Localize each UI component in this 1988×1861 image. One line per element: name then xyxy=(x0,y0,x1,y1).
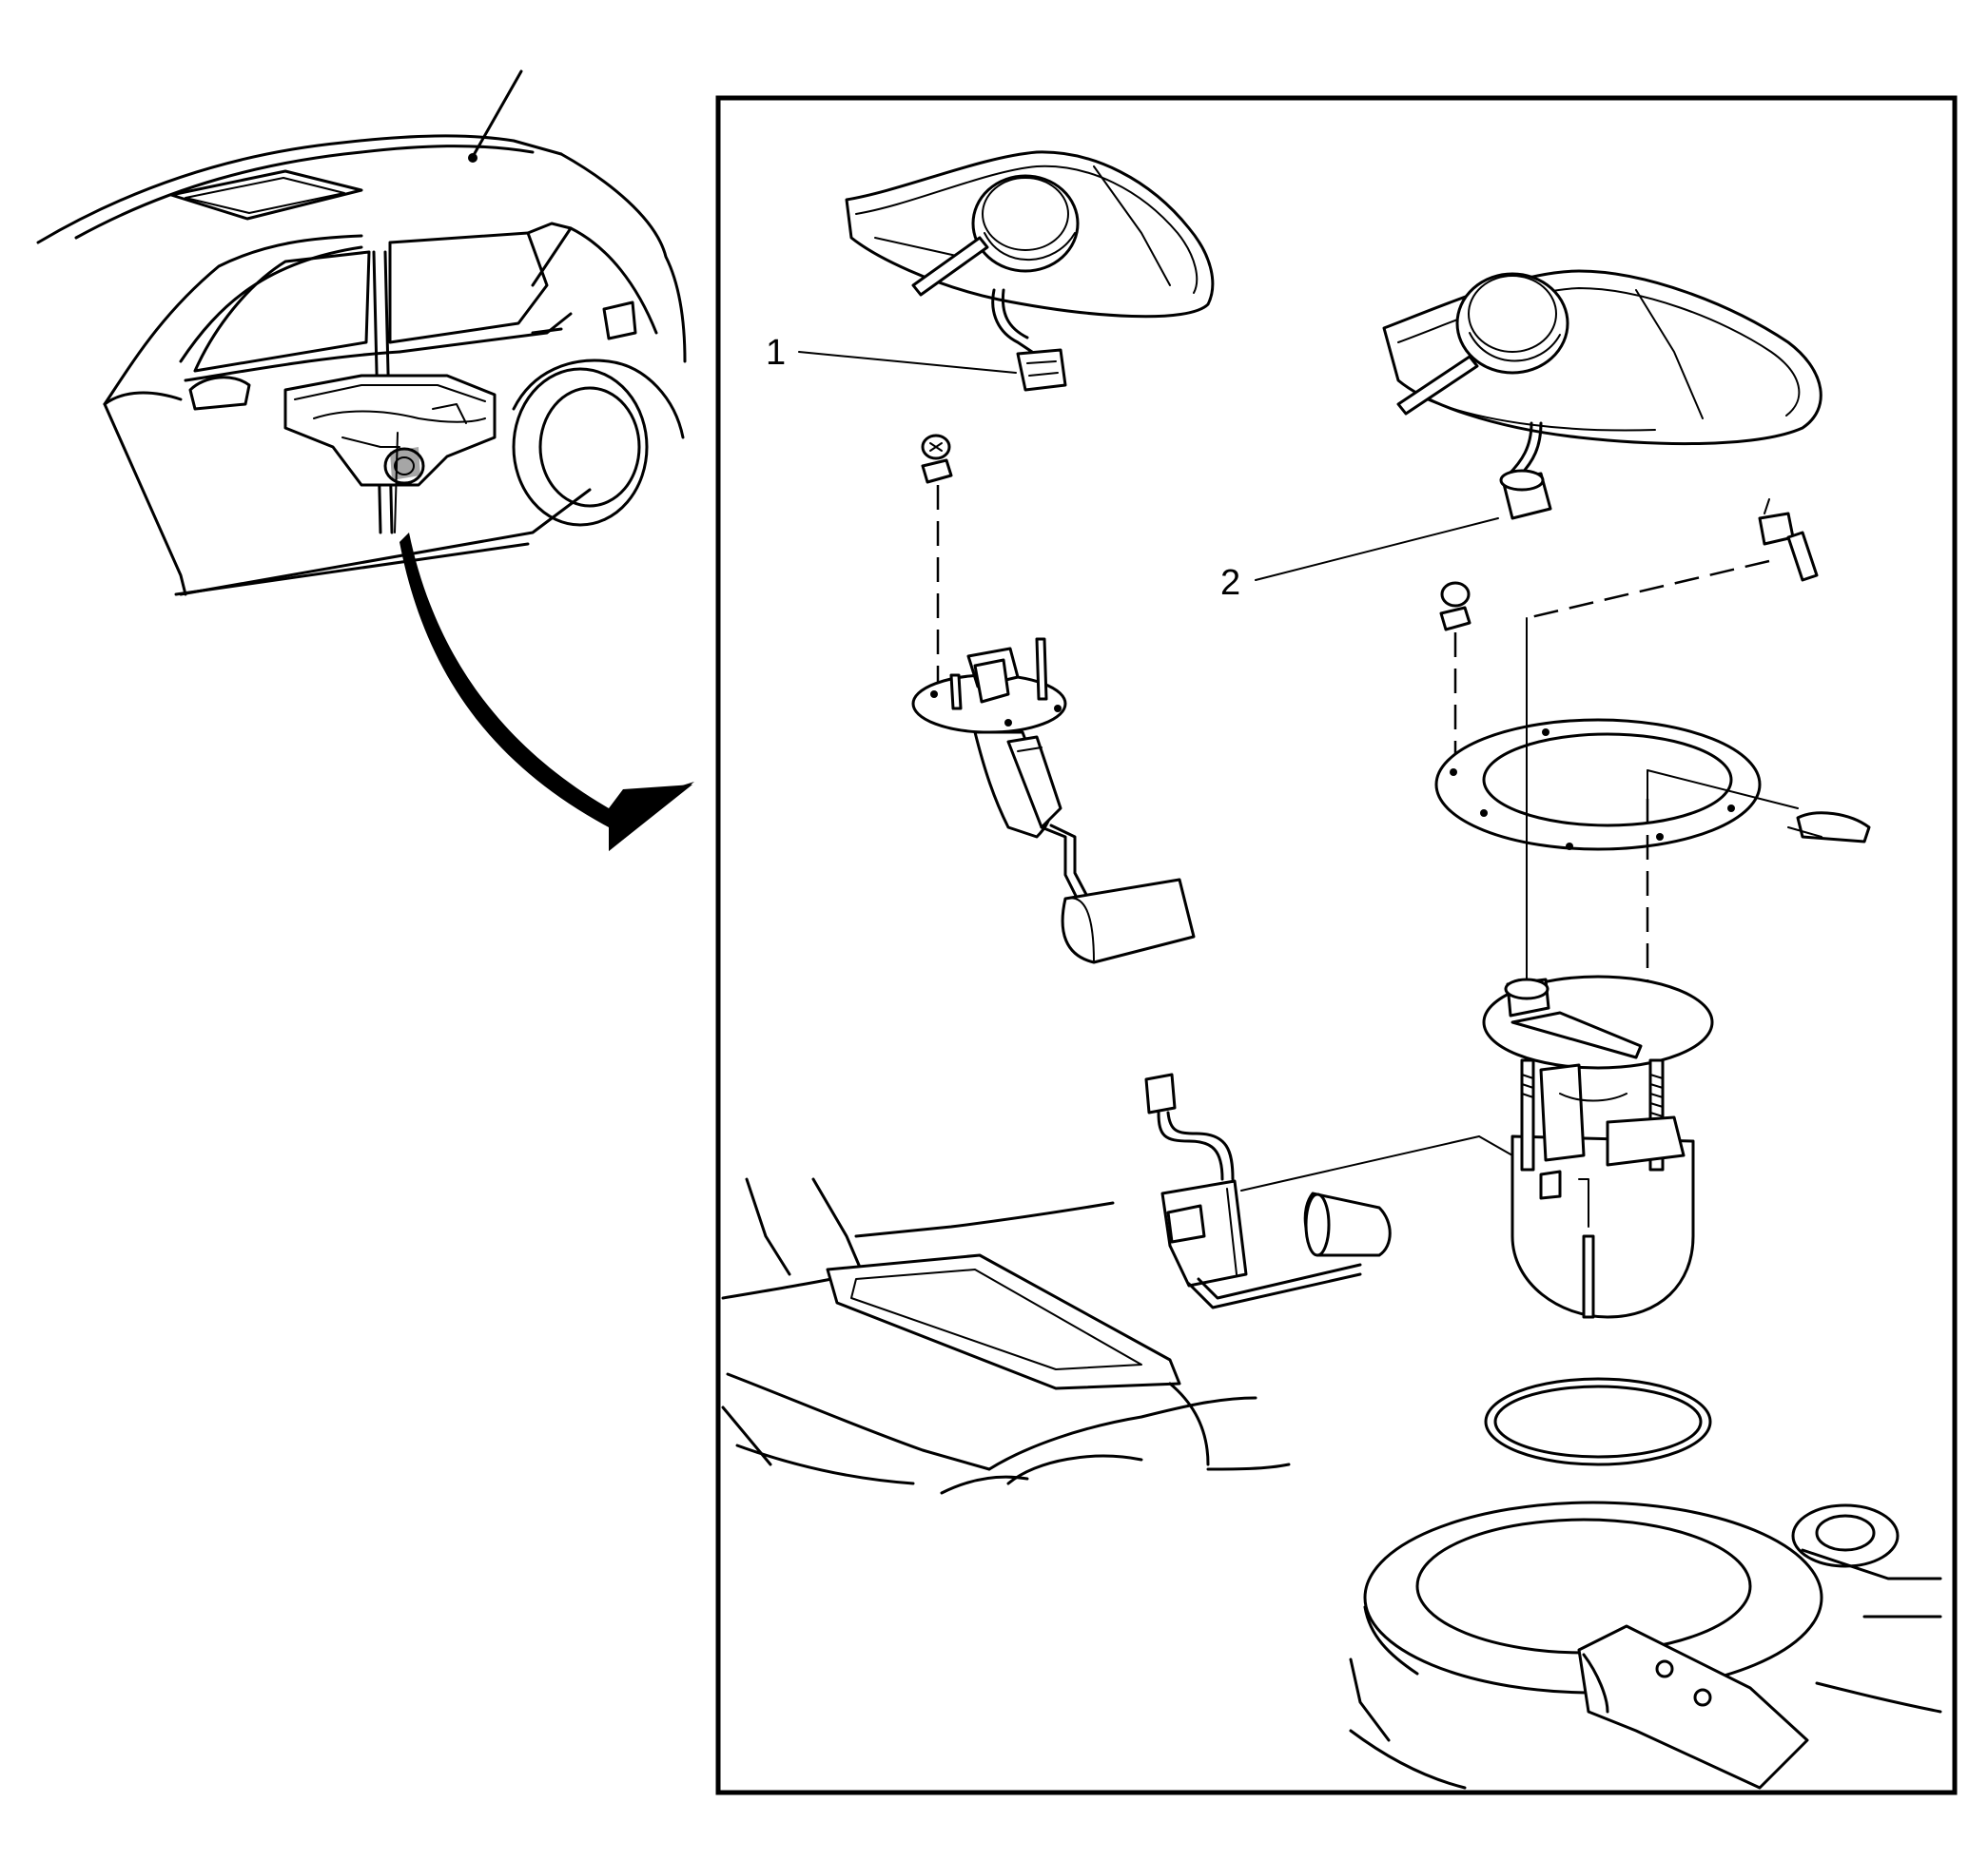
callout-1-label: 1 xyxy=(766,333,786,373)
access-cover-right xyxy=(1382,269,1822,477)
connector-1 xyxy=(1016,348,1067,392)
lock-ring xyxy=(1434,581,1762,851)
access-cover-left xyxy=(845,150,1215,354)
fuel-tank-top xyxy=(721,1177,1942,1790)
fuel-pump-module xyxy=(1482,975,1714,1319)
detail-frame xyxy=(715,95,1958,1795)
fuel-sender-left xyxy=(911,434,1196,964)
seal-o-ring xyxy=(1484,1377,1712,1466)
connector-2 xyxy=(1499,469,1552,520)
callout-2-leader xyxy=(1255,517,1499,581)
fuel-level-sensor xyxy=(1144,1073,1513,1309)
fuel-line-fitting xyxy=(1526,498,1871,1046)
callout-2-label: 2 xyxy=(1220,563,1240,603)
vehicle-overview xyxy=(36,69,694,851)
callout-1-leader xyxy=(798,351,1017,374)
